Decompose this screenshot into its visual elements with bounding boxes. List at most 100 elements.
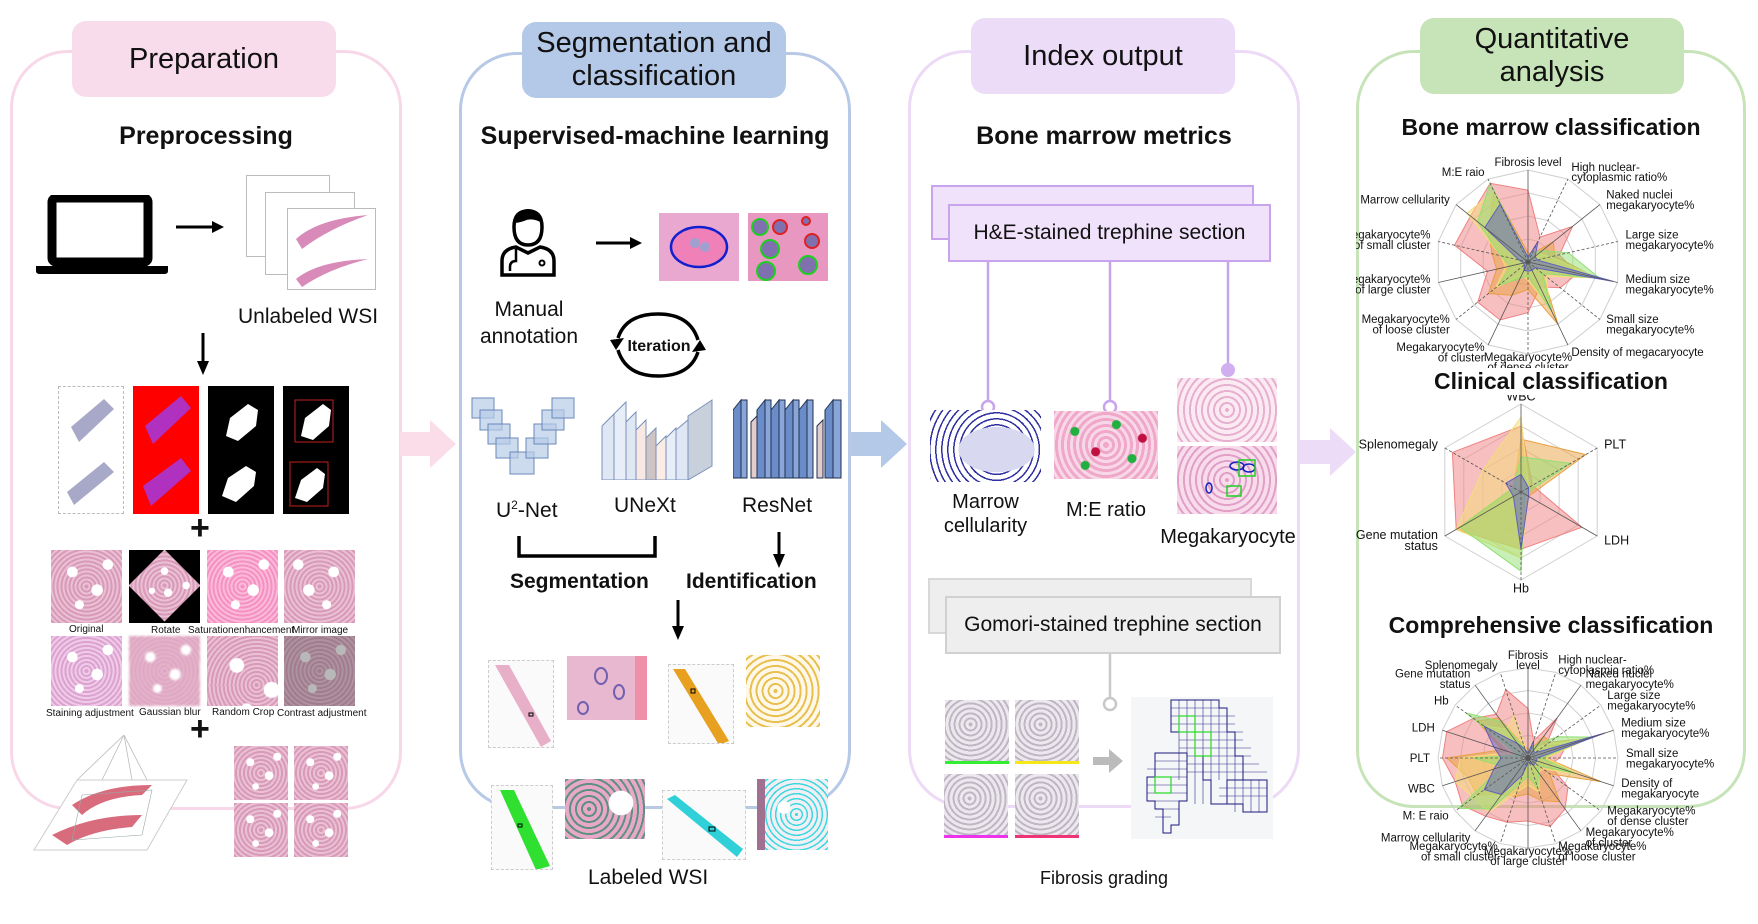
marrow-cellularity-image (930, 410, 1041, 482)
radar-axis-label: Megakaryocyte%of dense cluster (1484, 352, 1572, 368)
marrow-cellularity-line1: Marrow (952, 491, 1019, 513)
preprocessing-title: Preprocessing (119, 122, 293, 150)
radar-axis-label: Megakaryocyte%of dense cluster (1607, 806, 1695, 828)
augment-blur-image (129, 636, 200, 706)
radar-axis-label-line: cytoplasmic ratio% (1571, 172, 1667, 184)
radar-axis-label-line: Megakaryocyte% (1586, 827, 1674, 839)
labeled-wsi-thumb-4 (662, 790, 746, 860)
radar-axis-label: PLT (1604, 437, 1626, 451)
tile-image-4 (294, 803, 348, 857)
radar-axis-label: Splenomegaly (1359, 437, 1439, 451)
radar-axis-label-line: Marrow cellularity (1360, 195, 1450, 207)
laptop-icon (36, 195, 168, 274)
tile-image-1 (234, 746, 288, 800)
doctor-icon (500, 209, 556, 277)
megakaryocyte-image-2 (1177, 446, 1277, 514)
tile-image-3 (234, 803, 288, 857)
fibrosis-grade-image-2 (1015, 700, 1079, 764)
he-section-label: H&E-stained trephine section (973, 221, 1246, 244)
radar-axis-label: Megakaryocyte%of large cluster (1484, 846, 1572, 868)
fibrosis-grade-image-3 (944, 774, 1008, 838)
radar-axis-label-line: Medium size (1621, 718, 1686, 730)
radar-axis-label-line: of small cluster (1356, 240, 1431, 252)
radar-3-title: Comprehensive classification (1388, 612, 1714, 638)
radar-axis-label-line: of loose cluster (1558, 851, 1636, 863)
iteration-label: Iteration (627, 338, 691, 355)
radar-axis-label: Megakaryocyte%of small cluster (1356, 230, 1431, 252)
radar-axis-label-line: megakaryocyte% (1606, 200, 1694, 212)
radar-axis-label-line: Density of megacaryocyte (1571, 347, 1703, 359)
radar-series-green (1477, 181, 1602, 312)
tissue-binary-mask-image (208, 386, 274, 514)
radar-axis-line (1438, 261, 1529, 283)
segmentation-bracket (517, 536, 657, 558)
radar-axis-label: LDH (1412, 723, 1435, 735)
tile-image-2 (294, 746, 348, 800)
resnet-architecture-icon (733, 398, 842, 479)
labeled-wsi-zoom-3 (565, 779, 645, 839)
augment-label-saturation: Saturationenhancement (188, 625, 295, 636)
me-ratio-label: M:E ratio (1065, 499, 1147, 521)
radar-axis-label: High nuclear-cytoplasmic ratio% (1571, 162, 1667, 184)
radar-axis-label: LDH (1604, 533, 1629, 547)
u2net-sup: 2 (511, 498, 518, 512)
flow-arrow-3 (1300, 428, 1356, 476)
radar-axis-label-line: Megakaryocyte% (1558, 841, 1646, 853)
tissue-bbox-mask-image (283, 386, 349, 514)
radar-axis-label-line: of cluster (1438, 352, 1485, 364)
radar-axis-line (1438, 241, 1529, 263)
segmentation-label: Segmentation (510, 570, 649, 593)
radar-axis-label: High nuclear-cytoplasmic ratio% (1558, 655, 1654, 677)
radar-axis-label-line: Medium size (1626, 274, 1691, 286)
radar-axis-label-line: Splenomegaly (1359, 437, 1439, 451)
radar-axis-label: Marrow cellularity (1381, 832, 1471, 844)
radar-axis-label-line: LDH (1604, 533, 1629, 547)
preparation-header: Preparation (72, 21, 336, 97)
radar-axis-label-line: status (1440, 679, 1471, 691)
radar-axis-label-line: of large cluster (1356, 284, 1431, 296)
radar-axis-label: Megakaryocyte%of cluster (1586, 827, 1674, 849)
unext-architecture-icon (601, 399, 713, 480)
radar-axis-line (1442, 729, 1529, 759)
radar-axis-label-line: Hb (1513, 581, 1529, 595)
radar-axis-label-line: Gene mutation (1356, 528, 1438, 542)
radar-axis-label-line: cytoplasmic ratio% (1558, 665, 1654, 677)
radar-axis-line (1527, 178, 1569, 263)
flow-arrow-2 (851, 420, 907, 468)
radar-axis-label-line: megakaryocyte (1621, 788, 1699, 800)
labeled-wsi-zoom-2 (746, 655, 820, 727)
radar-axis-label-line: megakaryocyte% (1626, 284, 1714, 296)
radar-axis-label: WBC (1408, 783, 1435, 795)
annotated-cell-image-1 (659, 213, 739, 281)
index-output-header: Index output (971, 18, 1235, 94)
radar-axis-label-line: LDH (1412, 723, 1435, 735)
unext-label: UNeXt (614, 494, 676, 517)
tissue-original-image (58, 386, 124, 514)
segmentation-header: Segmentation and classification (522, 22, 786, 98)
labeled-wsi-thumb-2 (668, 664, 734, 744)
arrow-down-icon-2 (773, 532, 785, 568)
radar-axis-label-line: WBC (1408, 783, 1435, 795)
radar-axis-line (1527, 261, 1618, 283)
radar-axis-label-line: Fibrosis (1508, 650, 1549, 662)
manual-annotation-label: Manual annotation (477, 296, 581, 350)
radar-axis-line (1444, 491, 1522, 537)
marrow-cellularity-line2: cellularity (943, 515, 1028, 537)
radar-axis-label-line: Megakaryocyte% (1362, 314, 1450, 326)
radar-axis-line (1527, 757, 1582, 832)
radar-axis-line (1487, 178, 1529, 263)
radar-axis-label-line: Megakaryocyte% (1356, 274, 1431, 286)
radar-axis-line (1499, 672, 1529, 759)
radar-axis-label-line: megakaryocyte% (1626, 758, 1714, 770)
radar-axis-line (1527, 729, 1614, 759)
radar-axis-line (1474, 684, 1529, 759)
radar-axis-label-line: of large cluster (1490, 856, 1566, 868)
wsi-slide-3 (287, 208, 376, 290)
